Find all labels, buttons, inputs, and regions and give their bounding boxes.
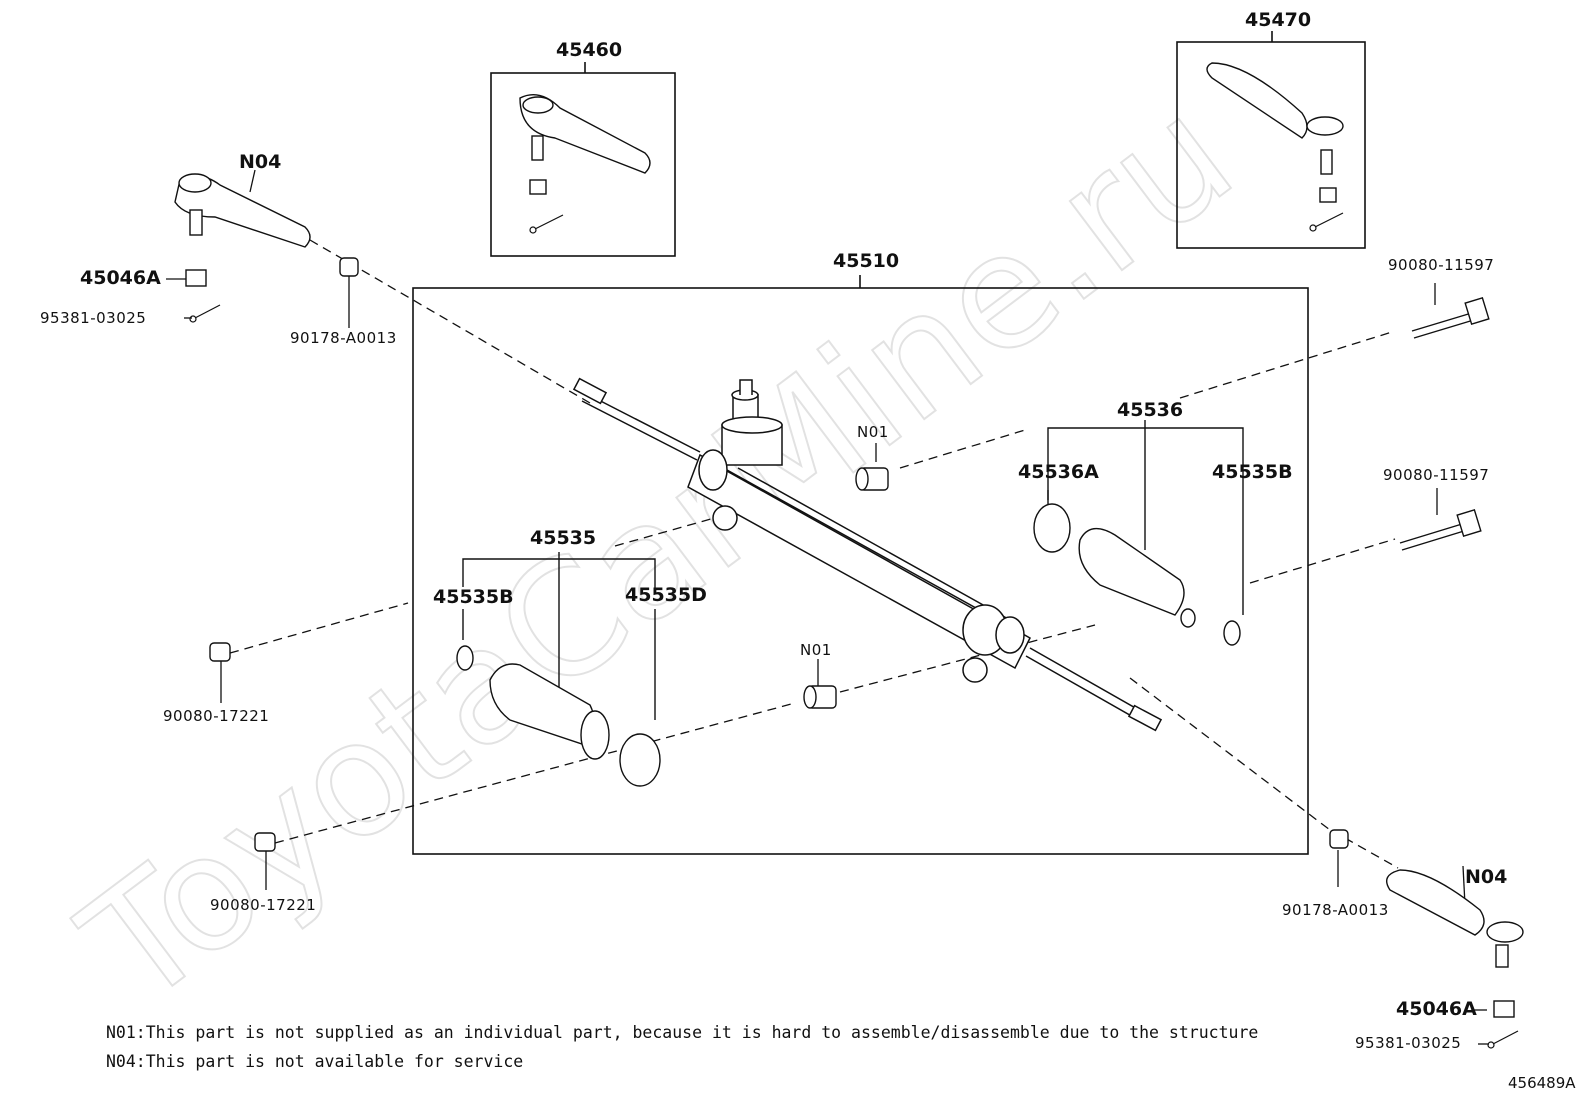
footnote-n01: N01:This part is not supplied as an indi… [106,1023,1259,1042]
callout-tie-rod-end-right: N04 [1465,866,1508,888]
callout-cotter-pin-right: 95381-03025 [1355,1034,1462,1052]
callout-rack-assembly: 45510 [833,250,900,272]
callout-tie-rod-box-left: 45460 [556,39,623,61]
kit-brackets [462,420,1244,720]
callout-bolt-upper-1: 90080-11597 [1388,256,1495,274]
fasteners [209,257,1490,852]
tie-rod-box-left-frame [490,72,676,257]
callout-nut-a0013-right: 90178-A0013 [1282,901,1389,919]
bushings [803,467,889,709]
callout-boot-kit-left: 45535 [530,527,597,549]
callout-bushing-lower: N01 [800,641,832,659]
callout-bushing-upper: N01 [857,423,889,441]
callout-clip-right: 45535B [1212,461,1293,483]
callout-nut-17221-lower: 90080-17221 [210,896,317,914]
callout-bolt-upper-2: 90080-11597 [1383,466,1490,484]
figure-code: 456489A [1508,1074,1576,1092]
callout-tie-rod-box-right: 45470 [1245,9,1312,31]
leader-lines [166,169,1489,1045]
callout-clip-left: 45535B [433,586,514,608]
callout-cotter-pin-left: 95381-03025 [40,309,147,327]
callout-clamp-right: 45536A [1018,461,1099,483]
steering-rack [572,377,1163,732]
footnote-n04: N04:This part is not available for servi… [106,1052,524,1071]
callout-nut-a0013-left: 90178-A0013 [290,329,397,347]
callout-tie-rod-end-left: N04 [239,151,282,173]
callout-nut-17221-upper: 90080-17221 [163,707,270,725]
callout-clamp-left: 45535D [625,584,707,606]
callout-nut-left: 45046A [80,267,161,289]
cotter-pins [189,212,1519,1049]
callout-nut-right: 45046A [1396,998,1477,1020]
boots [456,503,1241,787]
tie-rod-box-right-frame [1176,41,1366,249]
callout-boot-kit-right: 45536 [1117,399,1184,421]
tie-rod-ends [174,62,1524,1018]
